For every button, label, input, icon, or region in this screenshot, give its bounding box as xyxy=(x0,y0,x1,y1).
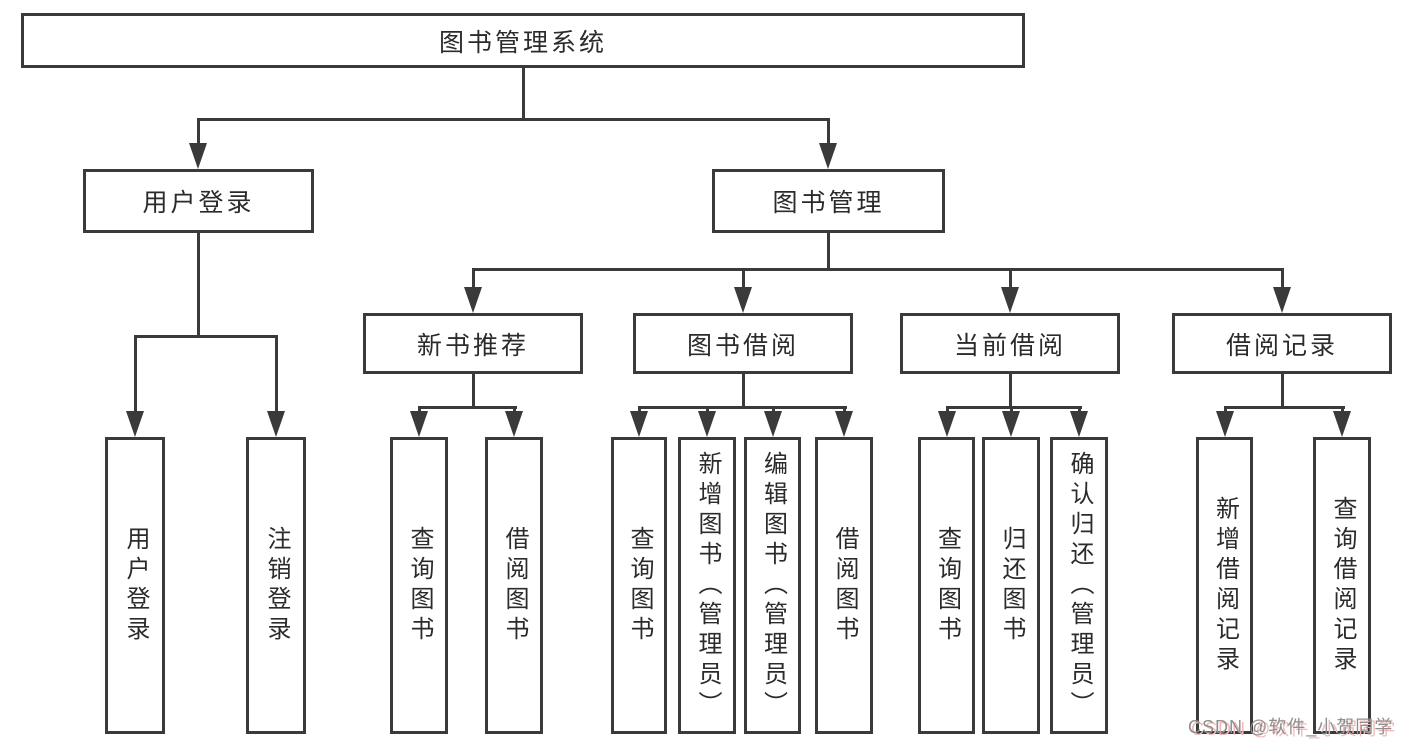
leaf-add-books-admin: 新增图书（管理员） xyxy=(678,437,736,734)
connector-level3-horizontal xyxy=(471,268,1284,271)
node-borrowing-records: 借阅记录 xyxy=(1172,313,1392,374)
connector-borrow-record-horizontal xyxy=(1223,406,1345,409)
connector-stub-d3 xyxy=(1077,406,1081,415)
arrowhead-book-mgmt xyxy=(819,143,837,169)
connector-drop-book-mgmt xyxy=(826,118,830,146)
arrowhead-leaf-logout xyxy=(267,411,285,437)
arrowhead-book-borrow xyxy=(734,287,752,313)
arrowhead-leaf-d3 xyxy=(1070,411,1088,437)
connector-borrow-record-trunk xyxy=(1280,374,1284,409)
connector-user-login-trunk xyxy=(196,233,200,335)
leaf-borrow-books: 借阅图书 xyxy=(815,437,873,734)
arrowhead-borrow-record xyxy=(1273,287,1291,313)
connector-new-book-horizontal xyxy=(417,406,517,409)
connector-book-borrow-horizontal xyxy=(637,406,847,409)
connector-stub-e2 xyxy=(1340,406,1344,415)
node-book-management: 图书管理 xyxy=(712,169,945,233)
connector-drop-borrow-record xyxy=(1280,268,1284,290)
leaf-add-borrow-record: 新增借阅记录 xyxy=(1196,437,1253,734)
leaf-return-books: 归还图书 xyxy=(982,437,1040,734)
arrowhead-leaf-d2 xyxy=(1002,411,1020,437)
arrowhead-leaf-e1 xyxy=(1216,411,1234,437)
arrowhead-leaf-login xyxy=(126,411,144,437)
connector-stub-d1 xyxy=(945,406,949,415)
leaf-query-borrow-record: 查询借阅记录 xyxy=(1313,437,1371,734)
connector-book-borrow-trunk xyxy=(741,374,745,409)
connector-stub-c4 xyxy=(842,406,846,415)
node-book-borrowing: 图书借阅 xyxy=(633,313,853,374)
connector-stub-c2 xyxy=(705,406,709,415)
leaf-edit-books-admin: 编辑图书（管理员） xyxy=(744,437,801,734)
node-current-borrowing: 当前借阅 xyxy=(900,313,1120,374)
leaf-confirm-return-admin: 确认归还（管理员） xyxy=(1050,437,1108,734)
arrowhead-leaf-b1 xyxy=(410,411,428,437)
node-user-login: 用户登录 xyxy=(83,169,314,233)
arrowhead-leaf-b2 xyxy=(505,411,523,437)
connector-stub-d2 xyxy=(1009,406,1013,415)
connector-current-borrow-horizontal xyxy=(945,406,1082,409)
csdn-watermark: CSDN @软件_小贺同学 xyxy=(1188,717,1394,737)
connector-user-login-horizontal xyxy=(133,335,278,338)
arrowhead-leaf-c3 xyxy=(764,411,782,437)
connector-stub-c1 xyxy=(637,406,641,415)
arrowhead-leaf-c1 xyxy=(630,411,648,437)
leaf-query-books-borrow: 查询图书 xyxy=(611,437,667,734)
arrowhead-leaf-d1 xyxy=(938,411,956,437)
connector-drop-new-book xyxy=(471,268,475,290)
leaf-borrow-books-recommend: 借阅图书 xyxy=(485,437,543,734)
leaf-query-books-current: 查询图书 xyxy=(918,437,975,734)
connector-new-book-trunk xyxy=(471,374,475,409)
arrowhead-leaf-e2 xyxy=(1333,411,1351,437)
connector-stub-c3 xyxy=(771,406,775,415)
connector-drop-user-login xyxy=(196,118,200,146)
connector-level2-horizontal xyxy=(196,118,830,121)
connector-stub-b2 xyxy=(512,406,516,415)
arrowhead-current-borrow xyxy=(1001,287,1019,313)
connector-current-borrow-trunk xyxy=(1008,374,1012,409)
arrowhead-leaf-c2 xyxy=(698,411,716,437)
node-root: 图书管理系统 xyxy=(21,13,1025,68)
connector-drop-leaf-logout xyxy=(274,335,278,413)
connector-stub-b1 xyxy=(417,406,421,415)
leaf-logout: 注销登录 xyxy=(246,437,306,734)
arrowhead-new-book xyxy=(464,287,482,313)
node-new-book-recommend: 新书推荐 xyxy=(363,313,583,374)
connector-book-mgmt-trunk xyxy=(826,233,830,271)
connector-drop-leaf-login xyxy=(133,335,137,413)
connector-drop-book-borrow xyxy=(741,268,745,290)
connector-drop-current-borrow xyxy=(1008,268,1012,290)
arrowhead-leaf-c4 xyxy=(835,411,853,437)
leaf-user-login: 用户登录 xyxy=(105,437,165,734)
leaf-query-books-recommend: 查询图书 xyxy=(390,437,448,734)
connector-stub-e1 xyxy=(1223,406,1227,415)
connector-root-trunk xyxy=(521,68,525,118)
arrowhead-user-login xyxy=(189,143,207,169)
